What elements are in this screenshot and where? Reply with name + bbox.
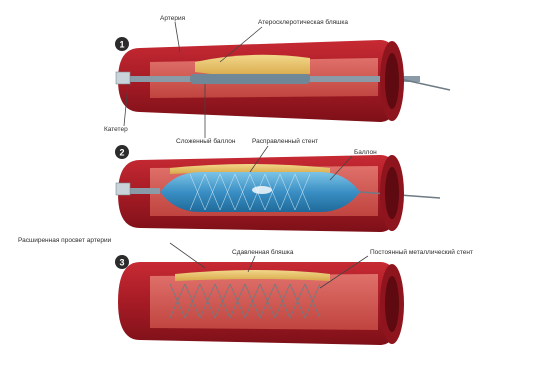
- step-1-vessel: [116, 40, 450, 122]
- svg-text:1: 1: [119, 40, 124, 50]
- label-widened-artery: Расширенная просвет артерии: [18, 237, 112, 244]
- label-balloon-inflated: Баллон: [354, 149, 377, 156]
- label-catheter: Катетер: [104, 126, 128, 133]
- step-3-vessel: [118, 262, 404, 345]
- label-compressed-plaque: Сдавленная бляшка: [232, 248, 294, 256]
- label-plaque: Атеросклеротическая бляшка: [258, 18, 348, 26]
- svg-text:2: 2: [119, 148, 124, 158]
- step-1-badge: 1: [115, 37, 129, 51]
- balloon-collapsed: [190, 74, 310, 84]
- label-artery: Артерия: [160, 15, 186, 22]
- label-balloon-collapsed: Сложенный баллон: [176, 137, 236, 145]
- label-stent-collapsed: Расправленный стент: [252, 137, 318, 145]
- step-2-badge: 2: [115, 145, 129, 159]
- svg-text:3: 3: [119, 258, 124, 268]
- step-3-badge: 3: [115, 255, 129, 269]
- label-expanded-stent: Постоянный металлический стент: [370, 248, 473, 256]
- step-2-vessel: [116, 155, 440, 232]
